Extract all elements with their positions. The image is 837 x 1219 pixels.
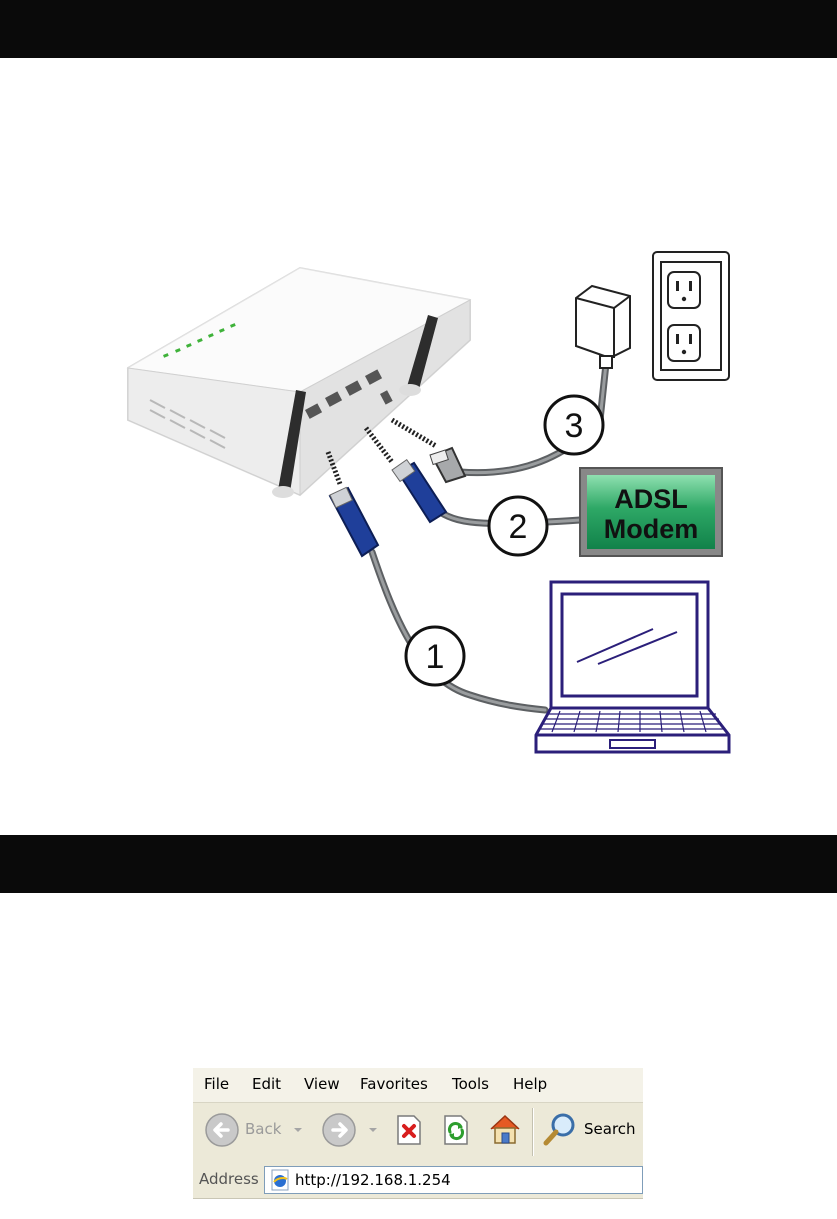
connection-diagram: ADSL Modem 3 2 1: [0, 215, 837, 775]
menu-tools[interactable]: Tools: [452, 1075, 489, 1093]
menu-edit[interactable]: Edit: [252, 1075, 281, 1093]
menu-bar: File Edit View Favorites Tools Help: [193, 1068, 643, 1103]
search-label[interactable]: Search: [584, 1120, 636, 1138]
back-button[interactable]: [204, 1112, 240, 1152]
stop-button[interactable]: [394, 1114, 424, 1150]
address-input[interactable]: http://192.168.1.254: [264, 1166, 643, 1194]
address-label: Address: [199, 1170, 259, 1188]
back-label: Back: [245, 1120, 281, 1138]
section-header-bar: [0, 835, 837, 893]
address-url: http://192.168.1.254: [295, 1171, 451, 1189]
svg-text:3: 3: [565, 407, 584, 445]
refresh-icon: [441, 1114, 471, 1146]
forward-dropdown-icon[interactable]: [369, 1128, 377, 1132]
stop-icon: [394, 1114, 424, 1146]
modem-label-line2: Modem: [604, 514, 699, 544]
refresh-button[interactable]: [441, 1114, 471, 1150]
step-badge-2: 2: [489, 497, 547, 555]
home-button[interactable]: [487, 1112, 523, 1150]
modem-label-line1: ADSL: [614, 484, 688, 514]
menu-favorites[interactable]: Favorites: [360, 1075, 428, 1093]
power-plug: [430, 448, 465, 482]
router: [128, 268, 470, 498]
menu-view[interactable]: View: [304, 1075, 340, 1093]
browser-window-chrome: File Edit View Favorites Tools Help Back: [193, 1068, 643, 1199]
home-icon: [487, 1112, 523, 1146]
laptop: [536, 582, 729, 752]
search-icon: [541, 1110, 579, 1148]
ethernet-connector-1: [330, 487, 378, 556]
ie-page-icon: [270, 1169, 292, 1191]
back-arrow-icon: [204, 1112, 240, 1148]
svg-text:2: 2: [509, 508, 528, 546]
top-header-bar: [0, 0, 837, 58]
toolbar-separator: [532, 1108, 534, 1156]
adsl-modem: ADSL Modem: [580, 468, 722, 556]
step-badge-3: 3: [545, 396, 603, 454]
forward-button[interactable]: [321, 1112, 357, 1152]
forward-arrow-icon: [321, 1112, 357, 1148]
address-bar: Address http://192.168.1.254: [193, 1162, 643, 1198]
menu-file[interactable]: File: [204, 1075, 229, 1093]
wall-outlet: [653, 252, 729, 380]
menu-help[interactable]: Help: [513, 1075, 547, 1093]
svg-text:1: 1: [426, 638, 445, 676]
search-button[interactable]: [541, 1110, 579, 1152]
step-badge-1: 1: [406, 627, 464, 685]
standard-toolbar: Back: [193, 1104, 643, 1160]
power-adapter: [576, 286, 630, 368]
back-dropdown-icon[interactable]: [294, 1128, 302, 1132]
